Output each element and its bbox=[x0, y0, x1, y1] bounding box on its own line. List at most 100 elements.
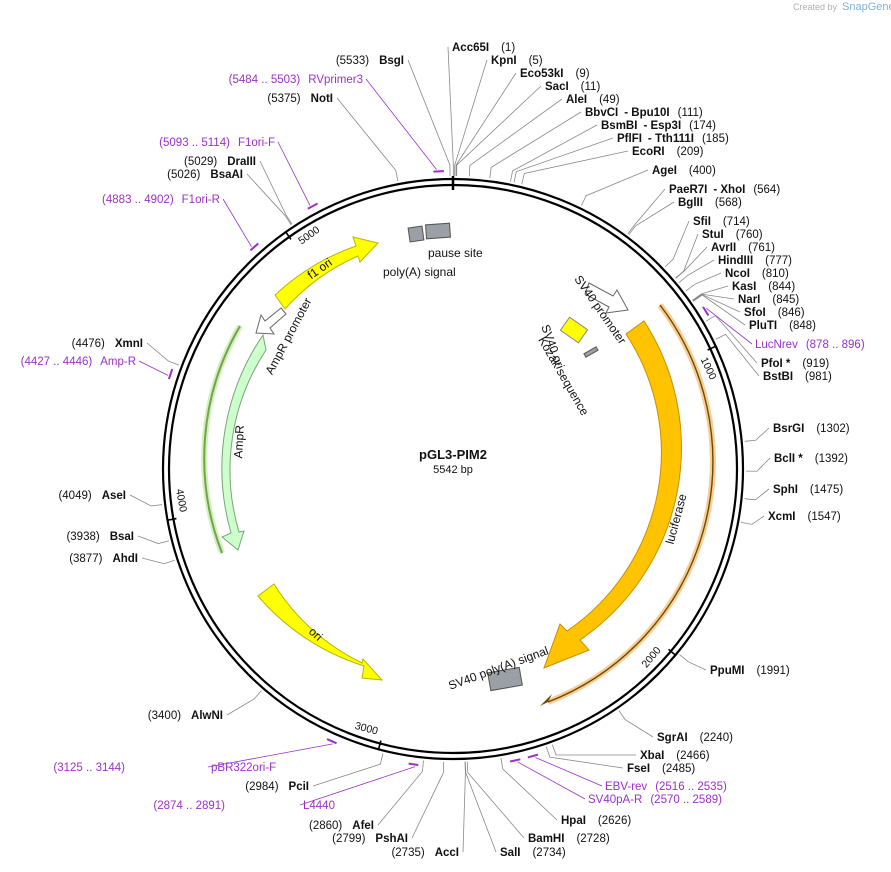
site-label-ncoi[interactable]: NcoI(810) bbox=[725, 268, 789, 280]
primer-label-l4440[interactable]: L4440(2874 .. 2891) bbox=[153, 800, 335, 812]
site-label-alwni[interactable]: AlwNI(3400) bbox=[148, 710, 223, 722]
primer-bar-f1ori-r[interactable] bbox=[249, 242, 259, 252]
primer-bar-rvprimer3[interactable] bbox=[433, 170, 444, 173]
site-label-paer7i[interactable]: PaeR7I- XhoI(564) bbox=[669, 184, 780, 196]
primer-bar-sv40pa-r[interactable] bbox=[509, 758, 521, 763]
site-name-bstbi: BstBI bbox=[763, 371, 793, 383]
plasmid-name: pGL3-PIM2 bbox=[419, 447, 487, 462]
ampr-promoter-arrow[interactable] bbox=[255, 307, 287, 335]
primer-label-f1ori-f[interactable]: F1ori-F(5093 .. 5114) bbox=[159, 137, 275, 149]
site-label-draiii[interactable]: DraIII(5029) bbox=[184, 156, 256, 168]
site-line-afei bbox=[377, 760, 424, 826]
site-label-stui[interactable]: StuI(760) bbox=[702, 229, 763, 241]
site-name-sfoi: SfoI bbox=[744, 307, 766, 319]
primer-label-sv40pa-r[interactable]: SV40pA-R(2570 .. 2589) bbox=[588, 794, 722, 806]
primer-label-pbr322ori-f[interactable]: pBR322ori-F(3125 .. 3144) bbox=[53, 762, 276, 774]
site-label-sfii[interactable]: SfiI(714) bbox=[693, 216, 750, 228]
site-label-hpai[interactable]: HpaI(2626) bbox=[561, 815, 631, 827]
site-label-sphi[interactable]: SphI(1475) bbox=[773, 484, 843, 496]
site-line-ahdi bbox=[141, 557, 175, 565]
primer-bar-amp-r[interactable] bbox=[167, 368, 174, 380]
site-label-saci[interactable]: SacI(11) bbox=[545, 81, 600, 93]
site-name-asei: AseI bbox=[102, 490, 126, 502]
site-label-hindiii[interactable]: HindIII(777) bbox=[718, 255, 792, 267]
site-name-bglii: BglII bbox=[678, 197, 703, 209]
site-pos-bsrgi: (1302) bbox=[816, 423, 849, 435]
primer-bar-lucnrev[interactable] bbox=[702, 306, 710, 316]
site-label-pcii[interactable]: PciI(2984) bbox=[245, 781, 309, 793]
luciferase-arrow[interactable] bbox=[543, 320, 682, 669]
site-label-afei[interactable]: AfeI(2860) bbox=[309, 820, 374, 832]
primer-bar-pbr322ori-f[interactable] bbox=[326, 738, 337, 745]
site-pos-draiii: (5029) bbox=[184, 156, 217, 168]
site-name-stui: StuI bbox=[702, 229, 724, 241]
site-label-acci[interactable]: AccI(2735) bbox=[391, 847, 459, 859]
site-label-ecori[interactable]: EcoRI(209) bbox=[632, 146, 704, 158]
site-label-xmni[interactable]: XmnI(4476) bbox=[72, 338, 143, 350]
site-line-ecori bbox=[521, 150, 629, 185]
site-label-agei[interactable]: AgeI(400) bbox=[652, 165, 716, 177]
kozak-box[interactable] bbox=[583, 346, 599, 358]
primer-bar-ebv-rev[interactable] bbox=[527, 753, 539, 759]
primer-name-f1ori-f: F1ori-F bbox=[238, 137, 275, 149]
site-label-pshai[interactable]: PshAI(2799) bbox=[332, 833, 408, 845]
site-pos-paer7i: (564) bbox=[753, 184, 780, 196]
primer-label-ebv-rev[interactable]: EBV-rev(2516 .. 2535) bbox=[605, 781, 727, 793]
f1-ori-arrow[interactable] bbox=[274, 236, 379, 310]
site-line-ncoi bbox=[685, 272, 722, 292]
site-label-asei[interactable]: AseI(4049) bbox=[58, 490, 126, 502]
primer-label-lucnrev[interactable]: LucNrev(878 .. 896) bbox=[755, 339, 865, 351]
site-name-sfii: SfiI bbox=[693, 216, 711, 228]
site-label-bcli[interactable]: BclI *(1392) bbox=[774, 453, 848, 465]
site-label-bglii[interactable]: BglII(568) bbox=[678, 197, 742, 209]
primer-bar-l4440[interactable] bbox=[408, 762, 419, 766]
site-label-kpni[interactable]: KpnI(5) bbox=[491, 55, 543, 67]
sv40-ori-box[interactable] bbox=[559, 316, 589, 344]
primer-label-f1ori-r[interactable]: F1ori-R(4883 .. 4902) bbox=[102, 194, 220, 206]
site-label-sgrai[interactable]: SgrAI(2240) bbox=[657, 732, 733, 744]
site-label-bsmbi[interactable]: BsmBI- Esp3I(174) bbox=[601, 120, 716, 132]
ruler-tick-1000 bbox=[707, 345, 717, 351]
site-label-alei[interactable]: AleI(49) bbox=[566, 94, 620, 106]
site-pos-bsgi: (5533) bbox=[336, 55, 369, 67]
site-label-fsei[interactable]: FseI(2485) bbox=[627, 763, 695, 775]
site-label-noti[interactable]: NotI(5375) bbox=[267, 93, 333, 105]
site-pos-kpni: (5) bbox=[529, 55, 543, 67]
site-label-sali[interactable]: SalI(2734) bbox=[500, 847, 566, 859]
site-label-ppumi[interactable]: PpuMI(1991) bbox=[710, 665, 790, 677]
site-label-ahdi[interactable]: AhdI(3877) bbox=[69, 553, 138, 565]
site-label-bsaai[interactable]: BsaAI(5026) bbox=[167, 169, 243, 181]
sv40-promoter-arrow[interactable] bbox=[584, 282, 629, 314]
site-label-bsgi[interactable]: BsgI(5533) bbox=[336, 55, 404, 67]
site-label-xcmi[interactable]: XcmI(1547) bbox=[768, 511, 841, 523]
primer-label-rvprimer3[interactable]: RVprimer3(5484 .. 5503) bbox=[229, 74, 363, 86]
site-label-bsai[interactable]: BsaI(3938) bbox=[66, 531, 134, 543]
site-pos-alwni: (3400) bbox=[148, 710, 181, 722]
site-label-kasi[interactable]: KasI(844) bbox=[732, 281, 795, 293]
site-label-nari[interactable]: NarI(845) bbox=[738, 294, 799, 306]
site-label-eco53ki[interactable]: Eco53kI(9) bbox=[520, 68, 590, 80]
site-label-pfoi[interactable]: PfoI *(919) bbox=[761, 358, 829, 370]
site-label-bsrgi[interactable]: BsrGI(1302) bbox=[773, 423, 850, 435]
primer-line-l4440 bbox=[299, 766, 416, 806]
pause-site-label: pause site bbox=[428, 246, 483, 260]
site-pos-avrii: (761) bbox=[748, 242, 775, 254]
site-label-sfoi[interactable]: SfoI(846) bbox=[744, 307, 805, 319]
sv40-polya-box[interactable] bbox=[487, 666, 523, 692]
site-label-pluti[interactable]: PluTI(848) bbox=[749, 320, 816, 332]
site-label-pflfi[interactable]: PflFI- Tth111I(185) bbox=[617, 133, 729, 145]
primer-bar-f1ori-f[interactable] bbox=[307, 202, 319, 210]
site-label-acc65i[interactable]: Acc65I(1) bbox=[452, 42, 515, 54]
site-line-alei bbox=[468, 98, 563, 177]
ori-arrow[interactable] bbox=[257, 583, 384, 681]
polya-signal-box[interactable] bbox=[407, 225, 425, 243]
ampr-arrow[interactable] bbox=[221, 333, 267, 551]
site-label-avrii[interactable]: AvrII(761) bbox=[711, 242, 775, 254]
primer-label-amp-r[interactable]: Amp-R(4427 .. 4446) bbox=[21, 356, 136, 368]
pause-site-box[interactable] bbox=[425, 222, 451, 240]
primer-range-lucnrev: (878 .. 896) bbox=[806, 339, 865, 351]
site-label-xbai[interactable]: XbaI(2466) bbox=[640, 750, 710, 762]
site-label-bbvci[interactable]: BbvCI- Bpu10I(111) bbox=[585, 107, 703, 119]
site-label-bstbi[interactable]: BstBI(981) bbox=[763, 371, 832, 383]
site-label-bamhi[interactable]: BamHI(2728) bbox=[528, 833, 610, 845]
